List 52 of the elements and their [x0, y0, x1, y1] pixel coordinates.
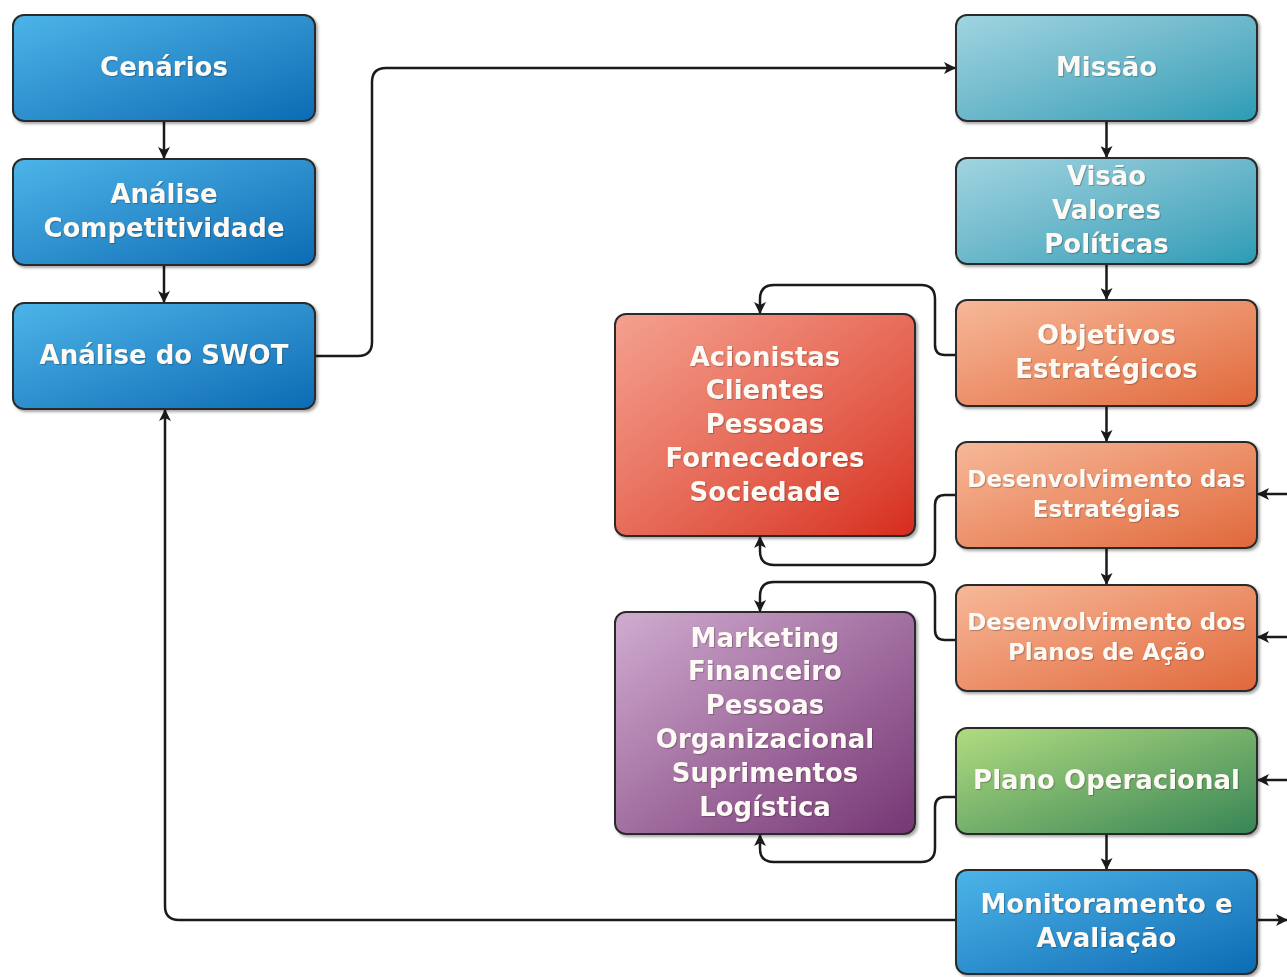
box-label: Financeiro — [688, 655, 842, 689]
arrow — [1100, 407, 1113, 442]
box-label: Políticas — [1044, 227, 1169, 261]
process-box — [955, 869, 1258, 975]
arrow — [754, 493, 955, 567]
box-label: Acionistas — [689, 340, 841, 374]
process-box — [955, 157, 1258, 265]
box-label: Suprimentos — [671, 756, 859, 790]
box-label: Fornecedores — [665, 441, 865, 475]
arrow — [158, 122, 170, 159]
arrow — [1100, 265, 1113, 300]
box-label: Desenvolvimento das Estratégias — [966, 465, 1247, 524]
box-label: Objetivos Estratégicos — [1014, 319, 1199, 386]
arrow — [158, 266, 170, 303]
box-label: Análise Competitividade — [42, 178, 286, 245]
arrow — [1258, 914, 1287, 926]
arrow — [754, 283, 955, 357]
arrow — [1100, 835, 1113, 870]
process-box — [614, 611, 916, 835]
box-label: Missão — [1055, 51, 1158, 85]
process-box — [955, 299, 1258, 407]
process-box — [955, 441, 1258, 549]
arrow — [1100, 122, 1113, 158]
arrow — [1257, 774, 1287, 786]
box-label: Marketing — [690, 621, 840, 655]
arrow — [754, 580, 955, 642]
arrow — [754, 795, 955, 864]
box-label: Monitoramento e Avaliação — [979, 888, 1234, 955]
box-label: Valores — [1052, 194, 1161, 228]
process-box — [12, 302, 316, 410]
arrow — [1257, 631, 1287, 643]
box-label: Desenvolvimento dos Planos de Ação — [966, 608, 1247, 667]
box-label: Logística — [699, 790, 831, 824]
arrow — [1100, 549, 1113, 585]
arrow — [159, 409, 955, 922]
process-box — [955, 14, 1258, 122]
process-box — [614, 313, 916, 537]
box-label: Clientes — [705, 374, 825, 408]
process-box — [955, 584, 1258, 692]
box-label: Pessoas — [705, 408, 825, 442]
box-label: Organizacional — [655, 723, 875, 756]
process-box — [12, 158, 316, 266]
box-label: Pessoas — [705, 689, 825, 723]
box-label: Cenários — [100, 51, 228, 85]
box-label: Plano Operacional — [973, 764, 1240, 798]
box-label: Análise do SWOT — [39, 339, 289, 373]
box-label: Visão — [1066, 160, 1147, 194]
arrow — [316, 62, 956, 358]
process-box — [955, 727, 1258, 835]
process-box — [12, 14, 316, 122]
arrow — [1257, 488, 1287, 500]
box-label: Sociedade — [689, 475, 841, 509]
